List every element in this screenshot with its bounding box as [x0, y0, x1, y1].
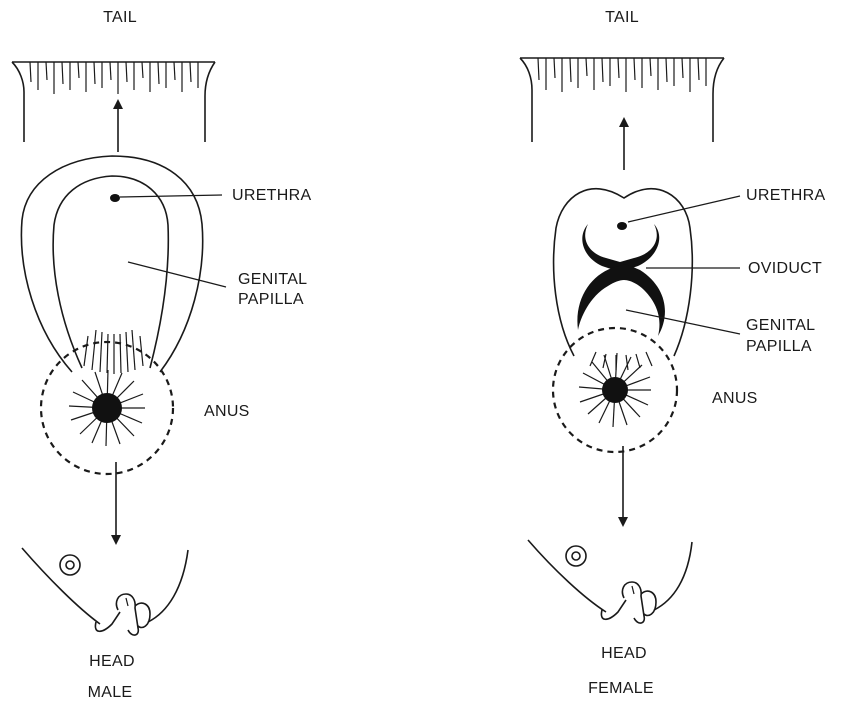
female-sex-label: FEMALE — [588, 680, 654, 697]
female-urethra-label: URETHRA — [746, 187, 825, 204]
male-genital-label-line1: GENITAL — [238, 271, 307, 288]
female-anus-label: ANUS — [712, 390, 758, 407]
female-oviduct-label: OVIDUCT — [748, 260, 822, 277]
male-genital-papilla — [21, 156, 202, 374]
female-head-label: HEAD — [601, 645, 647, 662]
female-genital-label-line2: PAPILLA — [746, 338, 812, 355]
male-anus-label: ANUS — [204, 403, 250, 420]
male-head-illustration — [22, 548, 188, 635]
female-anus — [553, 328, 677, 452]
female-oviduct — [577, 224, 665, 336]
female-urethra-opening — [617, 222, 627, 230]
male-urethra-label: URETHRA — [232, 187, 311, 204]
male-genital-papilla-leader — [128, 262, 226, 287]
male-diagram: TAIL — [12, 9, 311, 701]
male-tail-illustration — [12, 62, 215, 142]
male-genital-label-line2: PAPILLA — [238, 291, 304, 308]
female-tail-illustration — [520, 58, 724, 142]
female-genital-label-line1: GENITAL — [746, 317, 815, 334]
male-tail-label: TAIL — [103, 9, 137, 26]
female-tail-label: TAIL — [605, 9, 639, 26]
male-urethra-leader — [120, 195, 222, 197]
female-urethra-leader — [628, 196, 740, 222]
female-diagram: TAIL — [520, 9, 825, 697]
male-urethra-opening — [110, 194, 120, 202]
male-sex-label: MALE — [88, 684, 133, 701]
male-head-label: HEAD — [89, 653, 135, 670]
female-head-illustration — [528, 540, 692, 623]
